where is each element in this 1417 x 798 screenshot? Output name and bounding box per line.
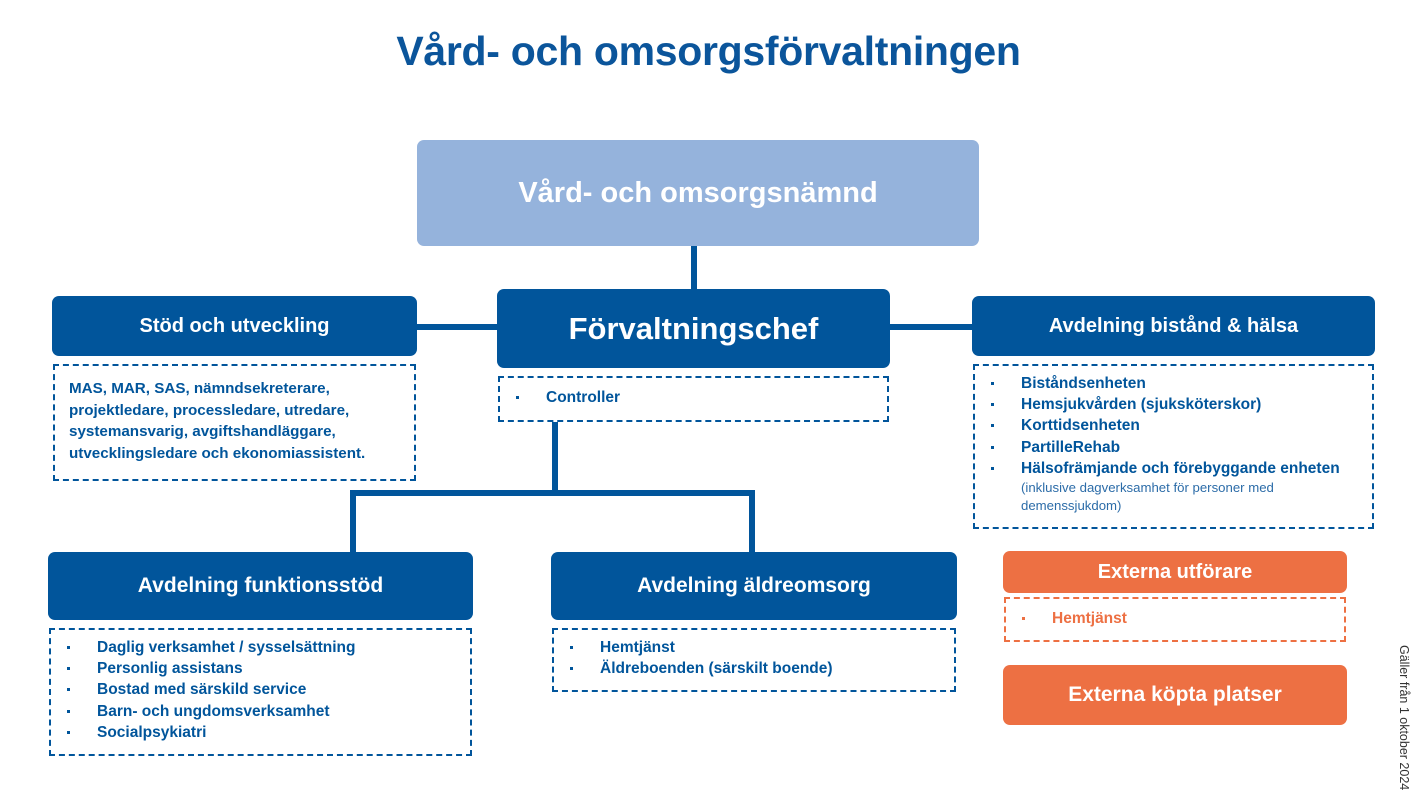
external-providers-item-list: Hemtjänst	[1006, 608, 1344, 629]
list-item: PartilleRehab	[975, 437, 1372, 458]
node-assistance-header[interactable]: Avdelning bistånd & hälsa	[972, 296, 1375, 356]
node-functional-support-body: Daglig verksamhet / sysselsättning Perso…	[49, 628, 472, 756]
list-item-label: Korttidsenheten	[1021, 417, 1140, 435]
bullet-dot	[67, 730, 70, 734]
list-item: Biståndsenheten	[975, 373, 1372, 394]
connector-director-to-support	[415, 324, 497, 330]
list-item: Controller	[500, 387, 887, 408]
node-support-header[interactable]: Stöd och utveckling	[52, 296, 417, 356]
connector-horizontal-bar	[350, 490, 755, 496]
node-elderly-care-header[interactable]: Avdelning äldreomsorg	[551, 552, 957, 620]
list-item: Hälsofrämjande och förebyggande enheten …	[975, 458, 1372, 514]
bullet-dot	[991, 466, 994, 470]
list-item: Hemsjukvården (sjuksköterskor)	[975, 394, 1372, 415]
list-item-label: PartilleRehab	[1021, 438, 1121, 456]
bullet-dot	[516, 396, 519, 399]
director-item-list: Controller	[500, 387, 887, 408]
node-director-body: Controller	[498, 376, 889, 422]
list-item: Hemtjänst	[554, 637, 954, 658]
bullet-dot	[570, 646, 573, 649]
list-item-label: Socialpsykiatri	[97, 723, 207, 741]
page-title: Vård- och omsorgsförvaltningen	[396, 28, 1021, 74]
node-support-label: Stöd och utveckling	[139, 314, 330, 337]
bullet-dot	[67, 646, 70, 649]
bullet-dot	[991, 382, 994, 385]
validity-note: Gäller från 1 oktober 2024	[1397, 644, 1411, 790]
node-elderly-care-body: Hemtjänst Äldreboenden (särskilt boende)	[552, 628, 956, 692]
connector-director-drop	[552, 422, 558, 494]
connector-board-to-director	[691, 246, 697, 290]
bullet-dot	[67, 667, 70, 671]
bullet-dot	[991, 403, 994, 407]
bullet-dot	[991, 445, 994, 449]
support-description: MAS, MAR, SAS, nämndsekreterare, projekt…	[69, 380, 366, 462]
list-item-label: Hemtjänst	[1052, 610, 1127, 627]
list-item-label: Daglig verksamhet / sysselsättning	[97, 639, 356, 656]
list-item: Korttidsenheten	[975, 415, 1372, 436]
bullet-dot	[67, 709, 70, 713]
list-item: Äldreboenden (särskilt boende)	[554, 658, 954, 679]
list-item-label: Bostad med särskild service	[97, 681, 307, 699]
bullet-dot	[991, 424, 994, 428]
assistance-item-list: Biståndsenheten Hemsjukvården (sjuksköte…	[975, 373, 1372, 514]
node-functional-support-header[interactable]: Avdelning funktionsstöd	[48, 552, 473, 620]
connector-to-elderly-care	[749, 490, 755, 552]
functional-support-item-list: Daglig verksamhet / sysselsättning Perso…	[51, 637, 470, 743]
bullet-dot	[570, 667, 573, 671]
list-item: Socialpsykiatri	[51, 722, 470, 743]
node-director-header[interactable]: Förvaltningschef	[497, 289, 890, 368]
list-item-label: Barn- och ungdomsverksamhet	[97, 702, 330, 720]
list-item-label: Hemtjänst	[600, 639, 675, 656]
list-item: Personlig assistans	[51, 658, 470, 679]
node-assistance-label: Avdelning bistånd & hälsa	[1048, 314, 1299, 337]
node-external-providers-body: Hemtjänst	[1004, 597, 1346, 642]
list-item: Bostad med särskild service	[51, 679, 470, 700]
connector-director-to-assistance	[890, 324, 974, 330]
list-item-label: Biståndsenheten	[1021, 375, 1146, 392]
node-board-label: Vård- och omsorgsnämnd	[518, 176, 878, 209]
list-item-label: Äldreboenden (särskilt boende)	[600, 660, 833, 678]
node-assistance-body: Biståndsenheten Hemsjukvården (sjuksköte…	[973, 364, 1374, 529]
node-external-providers-header[interactable]: Externa utförare	[1003, 551, 1347, 593]
node-support-body: MAS, MAR, SAS, nämndsekreterare, projekt…	[53, 364, 416, 481]
list-item-note: (inklusive dagverksamhet för personer me…	[1021, 480, 1274, 513]
list-item: Hemtjänst	[1006, 608, 1344, 629]
connector-to-functional-support	[350, 490, 356, 552]
bullet-dot	[67, 688, 70, 692]
node-director-label: Förvaltningschef	[568, 310, 819, 346]
list-item-label: Controller	[546, 389, 621, 406]
list-item: Barn- och ungdomsverksamhet	[51, 701, 470, 722]
node-external-purchased-header[interactable]: Externa köpta platser	[1003, 665, 1347, 725]
node-external-purchased-label: Externa köpta platser	[1068, 683, 1282, 706]
node-elderly-care-label: Avdelning äldreomsorg	[637, 574, 871, 597]
list-item-label: Personlig assistans	[97, 660, 243, 678]
node-external-providers-label: Externa utförare	[1097, 560, 1253, 583]
elderly-care-item-list: Hemtjänst Äldreboenden (särskilt boende)	[554, 637, 954, 679]
bullet-dot	[1022, 617, 1025, 620]
node-functional-support-label: Avdelning funktionsstöd	[137, 574, 384, 597]
list-item-label: Hälsofrämjande och förebyggande enheten	[1021, 459, 1340, 477]
list-item: Daglig verksamhet / sysselsättning	[51, 637, 470, 658]
list-item-label: Hemsjukvården (sjuksköterskor)	[1021, 396, 1262, 414]
node-board-header[interactable]: Vård- och omsorgsnämnd	[417, 140, 979, 246]
